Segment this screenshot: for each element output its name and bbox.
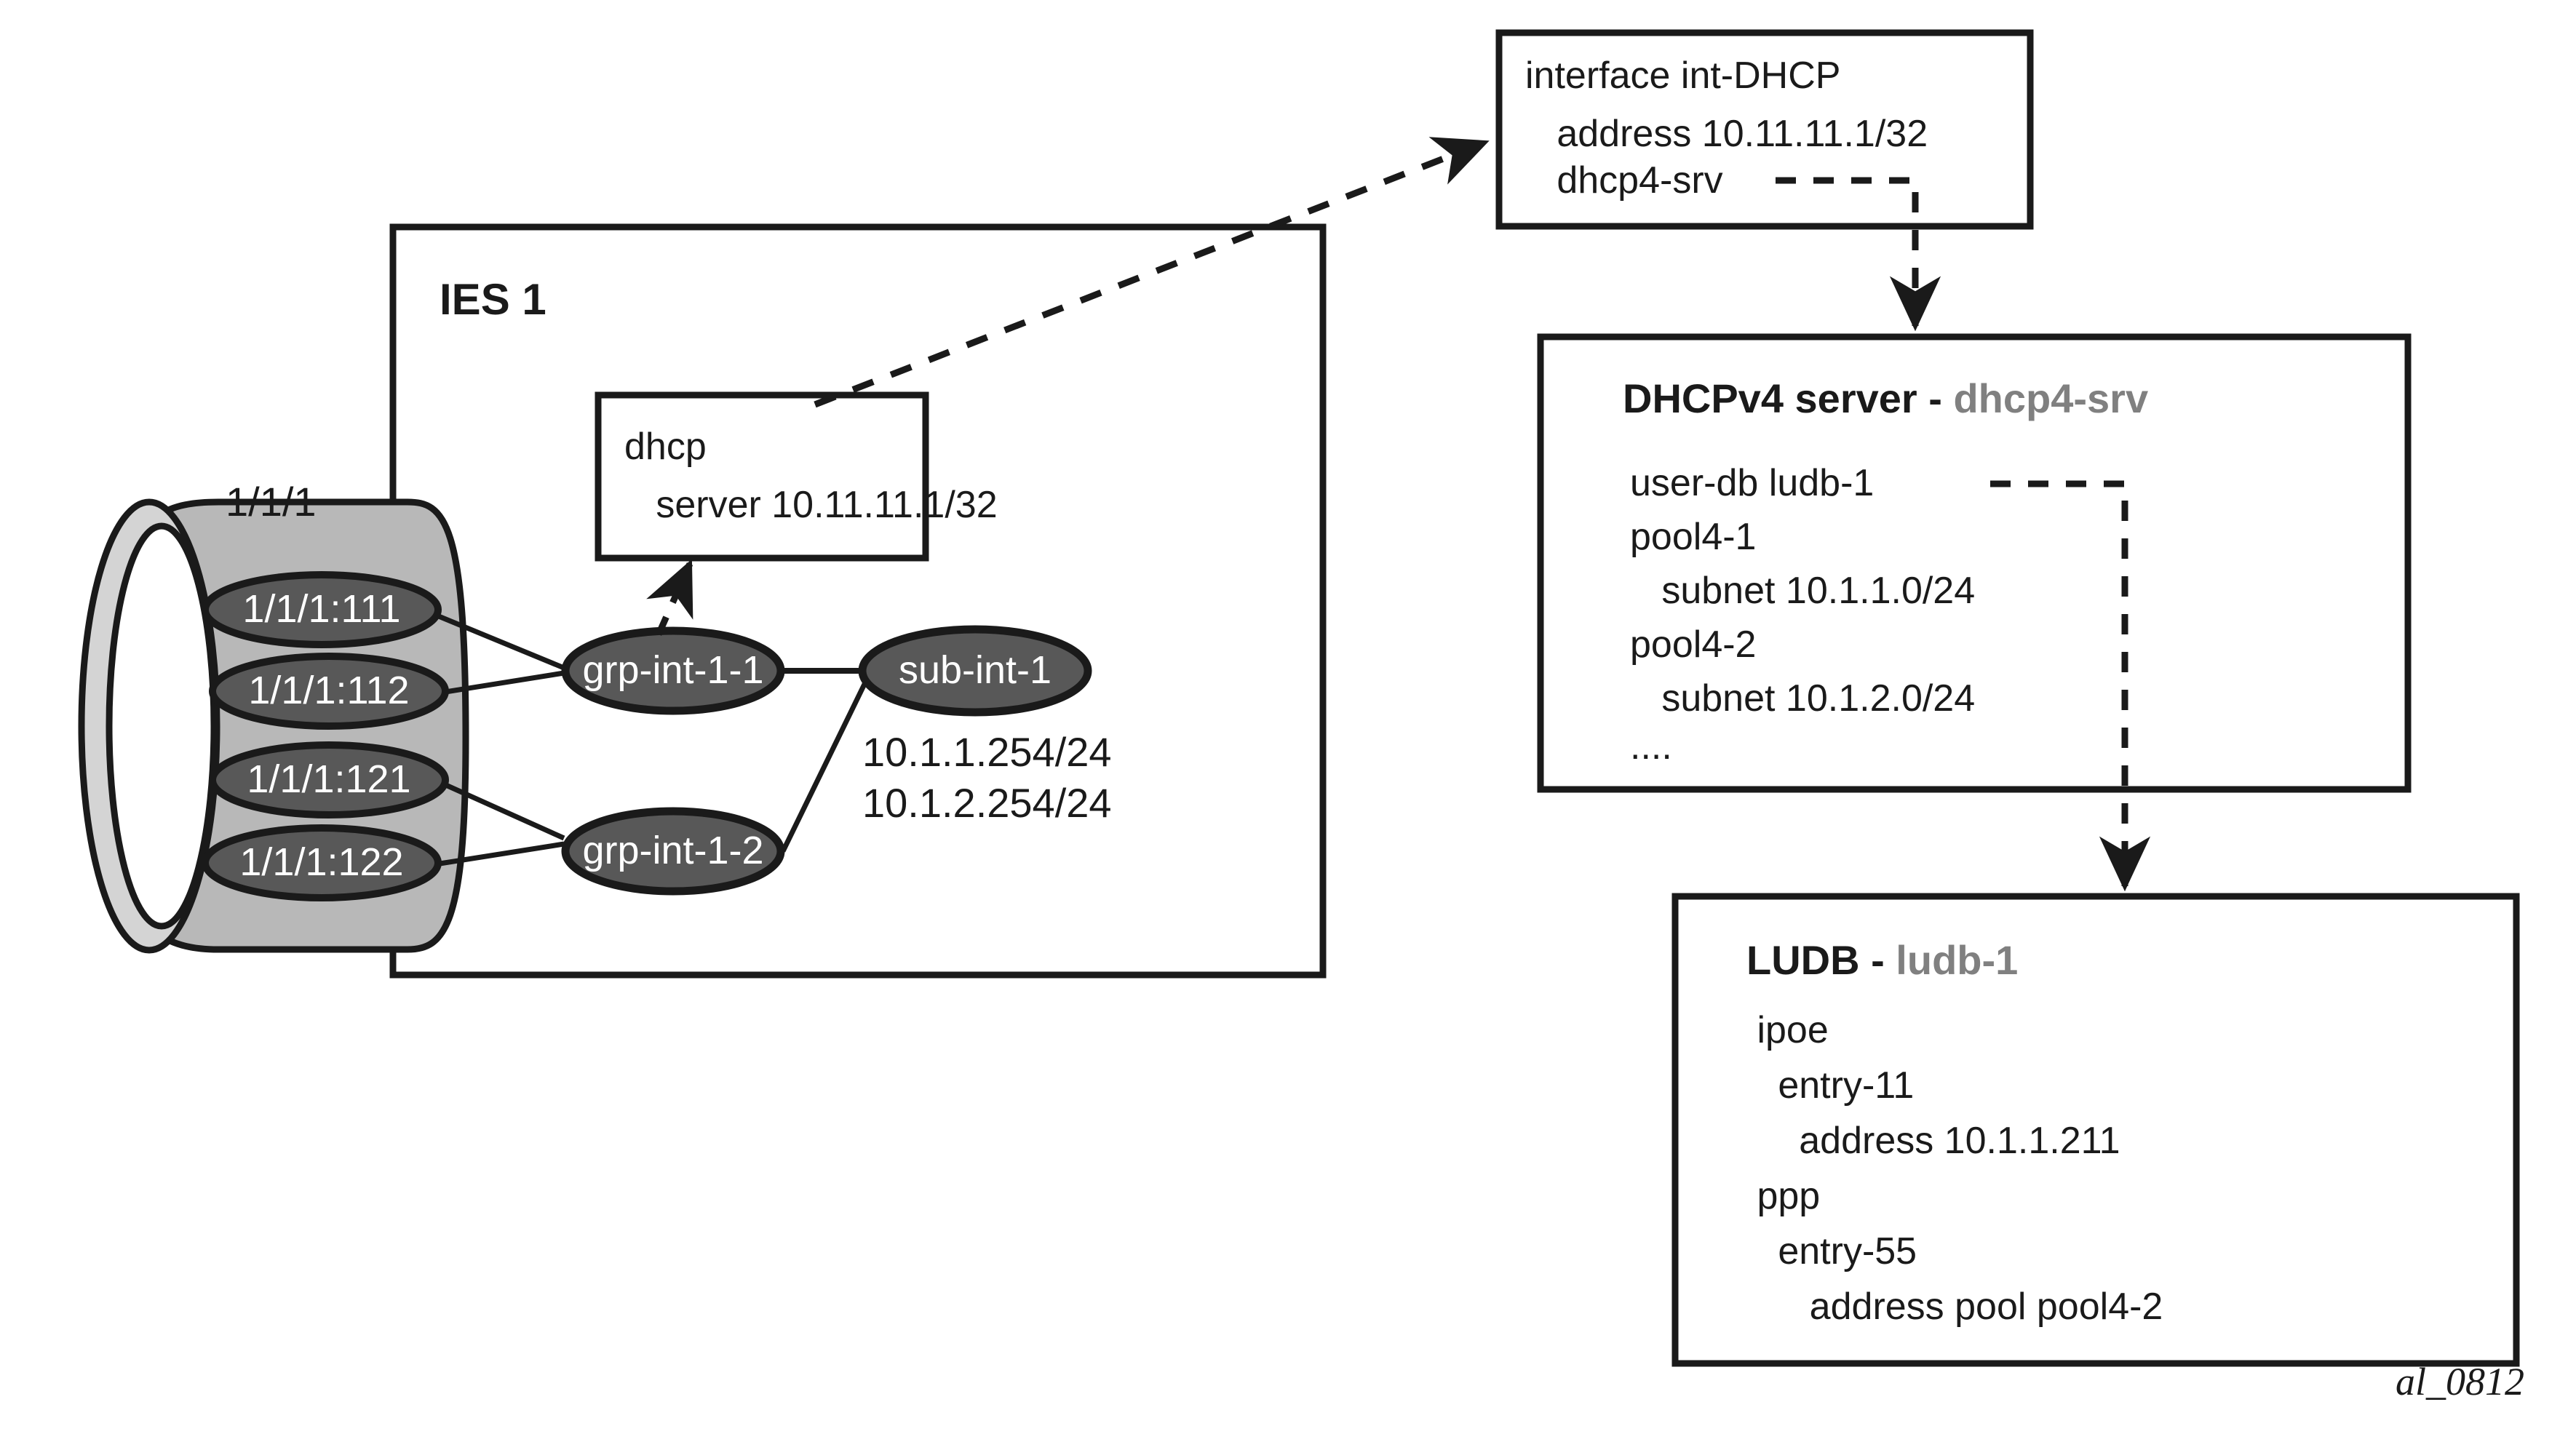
interface-config-line-2: dhcp4-srv [1525, 159, 1723, 202]
interface-config-line-1: address 10.11.11.1/32 [1525, 113, 1928, 155]
group-interface-2-ellipse [561, 807, 785, 896]
page-title: IES 1 [440, 275, 546, 324]
userdb-to-ludb-arrow [1990, 480, 2151, 892]
ludb-line-4: entry-55 [1746, 1230, 1917, 1272]
grp2-to-subint-link [780, 677, 870, 853]
dhcp-server-title: DHCPv4 server - dhcp4-srv [1623, 378, 2148, 419]
ludb-line-2: address 10.1.1.211 [1746, 1120, 2120, 1162]
ludb-line-1: entry-11 [1746, 1064, 1915, 1107]
figure-caption: al_0812 [2396, 1360, 2525, 1403]
ludb-title: LUDB - ludb-1 [1746, 940, 2018, 981]
srv-to-dhcpserver-arrow [1776, 177, 1941, 332]
dhcp-server-line-3: pool4-2 [1630, 624, 1757, 666]
group-interface-1-ellipse [561, 626, 785, 715]
sap-ellipse-3 [202, 824, 442, 901]
subscriber-interface-ellipse [858, 625, 1092, 717]
dhcp-server-line-5: .... [1630, 725, 1672, 768]
group-interface-1-label: grp-int-1-1 [582, 648, 764, 692]
subnet-address-1: 10.1.2.254/24 [862, 780, 1112, 826]
sap-ellipse-1 [209, 653, 449, 730]
sap-to-group-links [434, 612, 565, 867]
dhcp-server-line-0: user-db ludb-1 [1630, 462, 1875, 504]
sap-label-3: 1/1/1:122 [239, 840, 404, 884]
dhcp-config-box [595, 391, 929, 562]
port-label: 1/1/1 [226, 479, 317, 525]
sap-label-0: 1/1/1:111 [242, 587, 401, 631]
ies-service-box [389, 223, 1327, 979]
dhcpbox-to-interface-arrow [814, 137, 1490, 408]
group-interface-2-label: grp-int-1-2 [582, 829, 764, 872]
dhcp-server-box [1537, 333, 2412, 793]
ludb-line-3: ppp [1746, 1175, 1821, 1217]
ludb-line-5: address pool pool4-2 [1746, 1286, 2163, 1328]
sap-label-1: 1/1/1:112 [248, 669, 410, 712]
dhcp-server-line-4: subnet 10.1.2.0/24 [1630, 677, 1976, 720]
sap-ellipse-0 [202, 571, 442, 648]
dhcp-server-title-name: dhcp4-srv [1953, 375, 2149, 421]
grpint-to-dhcpbox-arrow [646, 559, 693, 636]
dhcp-server-line-1: pool4-1 [1630, 516, 1757, 558]
ludb-title-prefix: LUDB - [1746, 937, 1896, 983]
ludb-line-0: ipoe [1746, 1009, 1829, 1051]
sap-label-2: 1/1/1:121 [247, 757, 411, 801]
dhcp-server-title-prefix: DHCPv4 server - [1623, 375, 1954, 421]
interface-config-line-0: interface int-DHCP [1525, 55, 1841, 97]
ludb-box [1671, 893, 2520, 1367]
dhcp-config-line-1: server 10.11.11.1/32 [624, 484, 998, 526]
subscriber-interface-label: sub-int-1 [898, 648, 1052, 692]
dhcp-server-line-2: subnet 10.1.1.0/24 [1630, 570, 1976, 612]
subnet-address-0: 10.1.1.254/24 [862, 729, 1112, 775]
sap-ellipse-2 [209, 741, 449, 818]
ludb-title-name: ludb-1 [1896, 937, 2019, 983]
dhcp-config-line-0: dhcp [624, 426, 707, 468]
interface-config-box [1495, 29, 2034, 230]
